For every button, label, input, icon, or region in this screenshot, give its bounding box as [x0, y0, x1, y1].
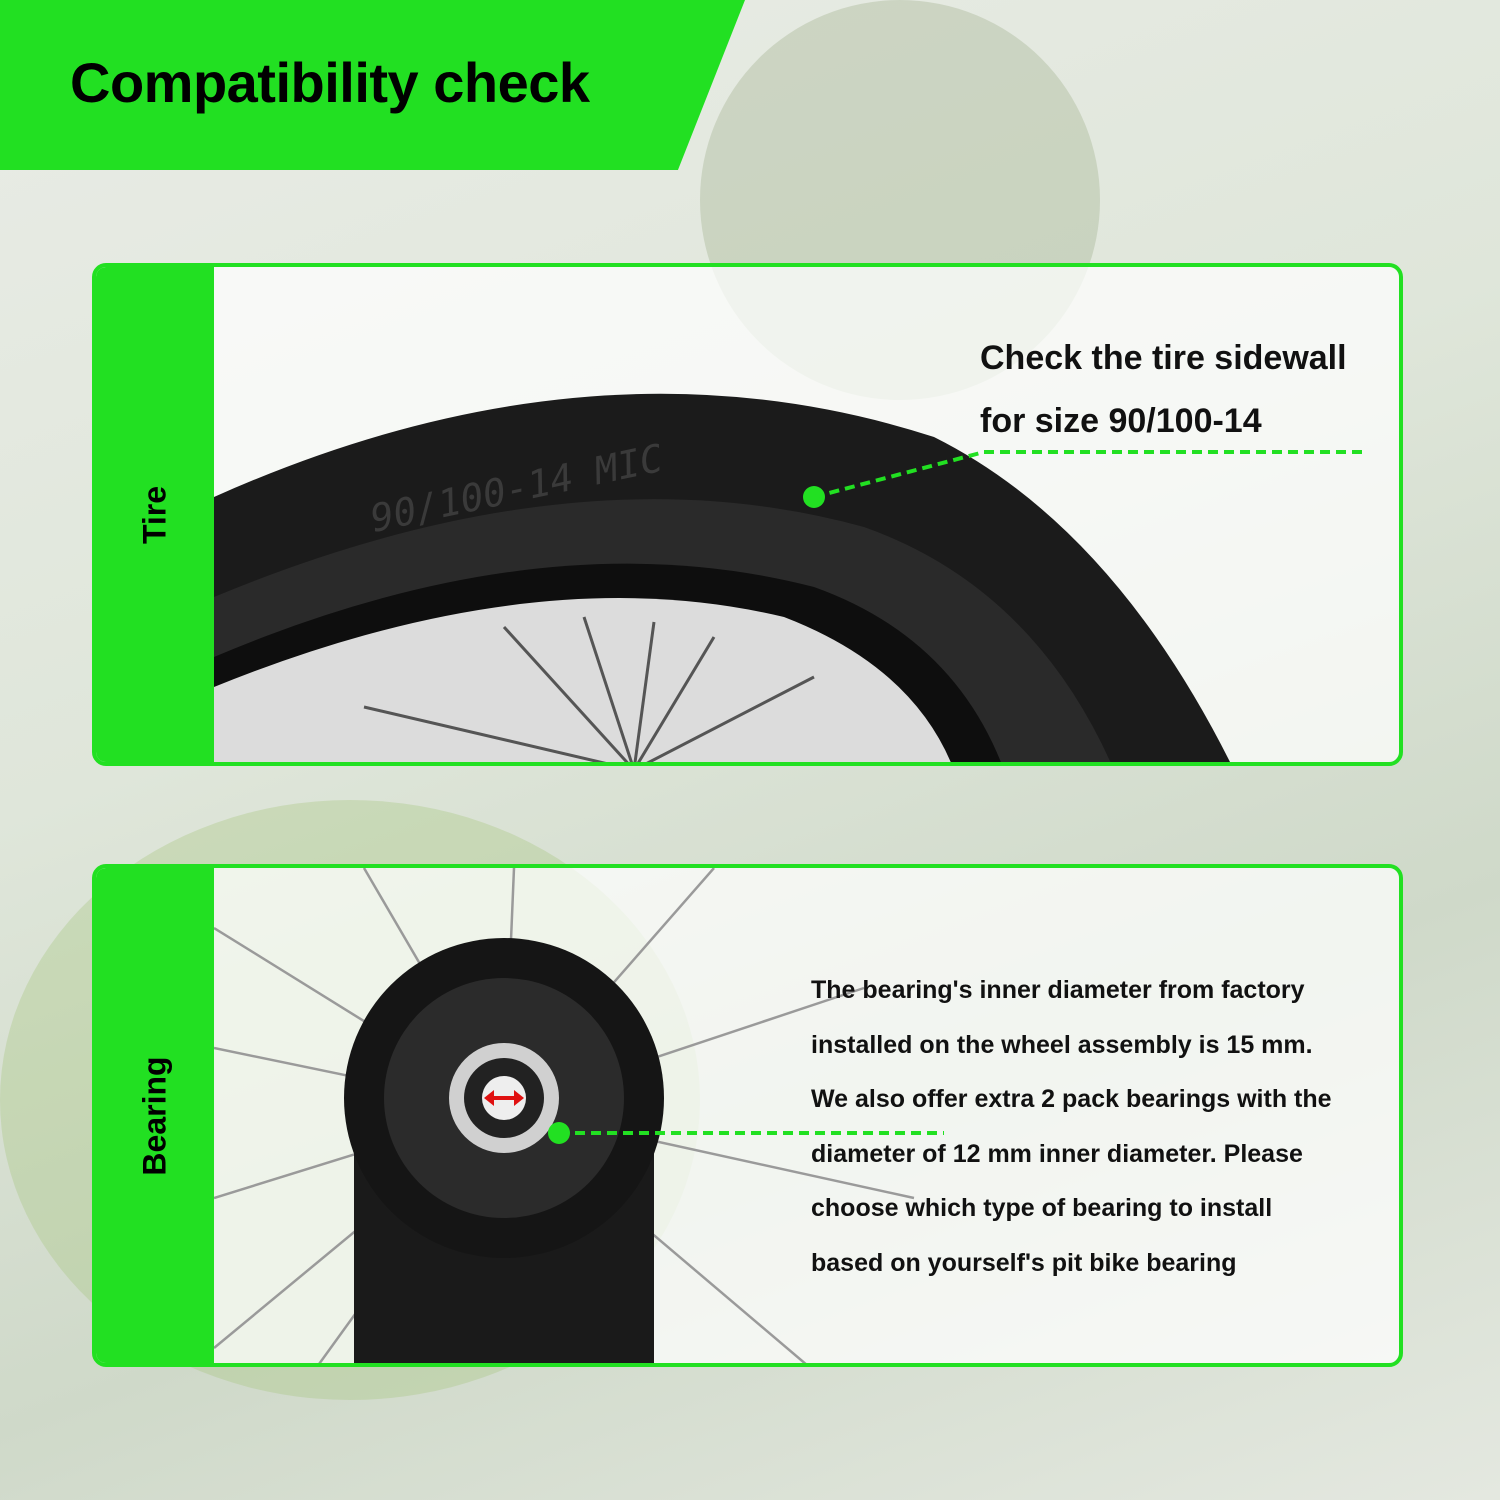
- bearing-photo: [214, 868, 944, 1363]
- bearing-line: choose which type of bearing to install: [811, 1194, 1273, 1222]
- bearing-panel: Bearing The bearing's inner diameter fro…: [92, 864, 1403, 1367]
- page-title: Compatibility check: [70, 51, 590, 114]
- header-banner: Compatibility check: [0, 0, 745, 170]
- tire-callout-line: [813, 450, 985, 499]
- bearing-line: We also offer extra 2 pack bearings with…: [811, 1085, 1332, 1113]
- tire-instructions: Check the tire sidewall for size 90/100-…: [980, 327, 1347, 453]
- bearing-line: installed on the wheel assembly is 15 mm…: [811, 1030, 1313, 1059]
- tire-label: Tire: [136, 485, 173, 544]
- bearing-instructions: The bearing's inner diameter from factor…: [811, 963, 1332, 1290]
- bearing-line: The bearing's inner diameter from factor…: [811, 976, 1305, 1004]
- tire-line: Check the tire sidewall: [980, 339, 1347, 377]
- diameter-arrow-icon: [484, 1090, 524, 1106]
- bearing-line: based on yourself's pit bike bearing: [811, 1248, 1237, 1277]
- bearing-label: Bearing: [136, 1055, 173, 1176]
- bearing-line: diameter of 12 mm inner diameter. Please: [811, 1139, 1303, 1168]
- tire-photo: 90/100-14 MIC: [214, 393, 1364, 762]
- tire-panel: Tire 90/100-14 MIC Check the tire sidewa…: [92, 263, 1403, 766]
- tire-label-strip: Tire: [96, 267, 214, 762]
- bearing-label-strip: Bearing: [96, 868, 214, 1363]
- tire-line: for size 90/100-14: [980, 402, 1262, 440]
